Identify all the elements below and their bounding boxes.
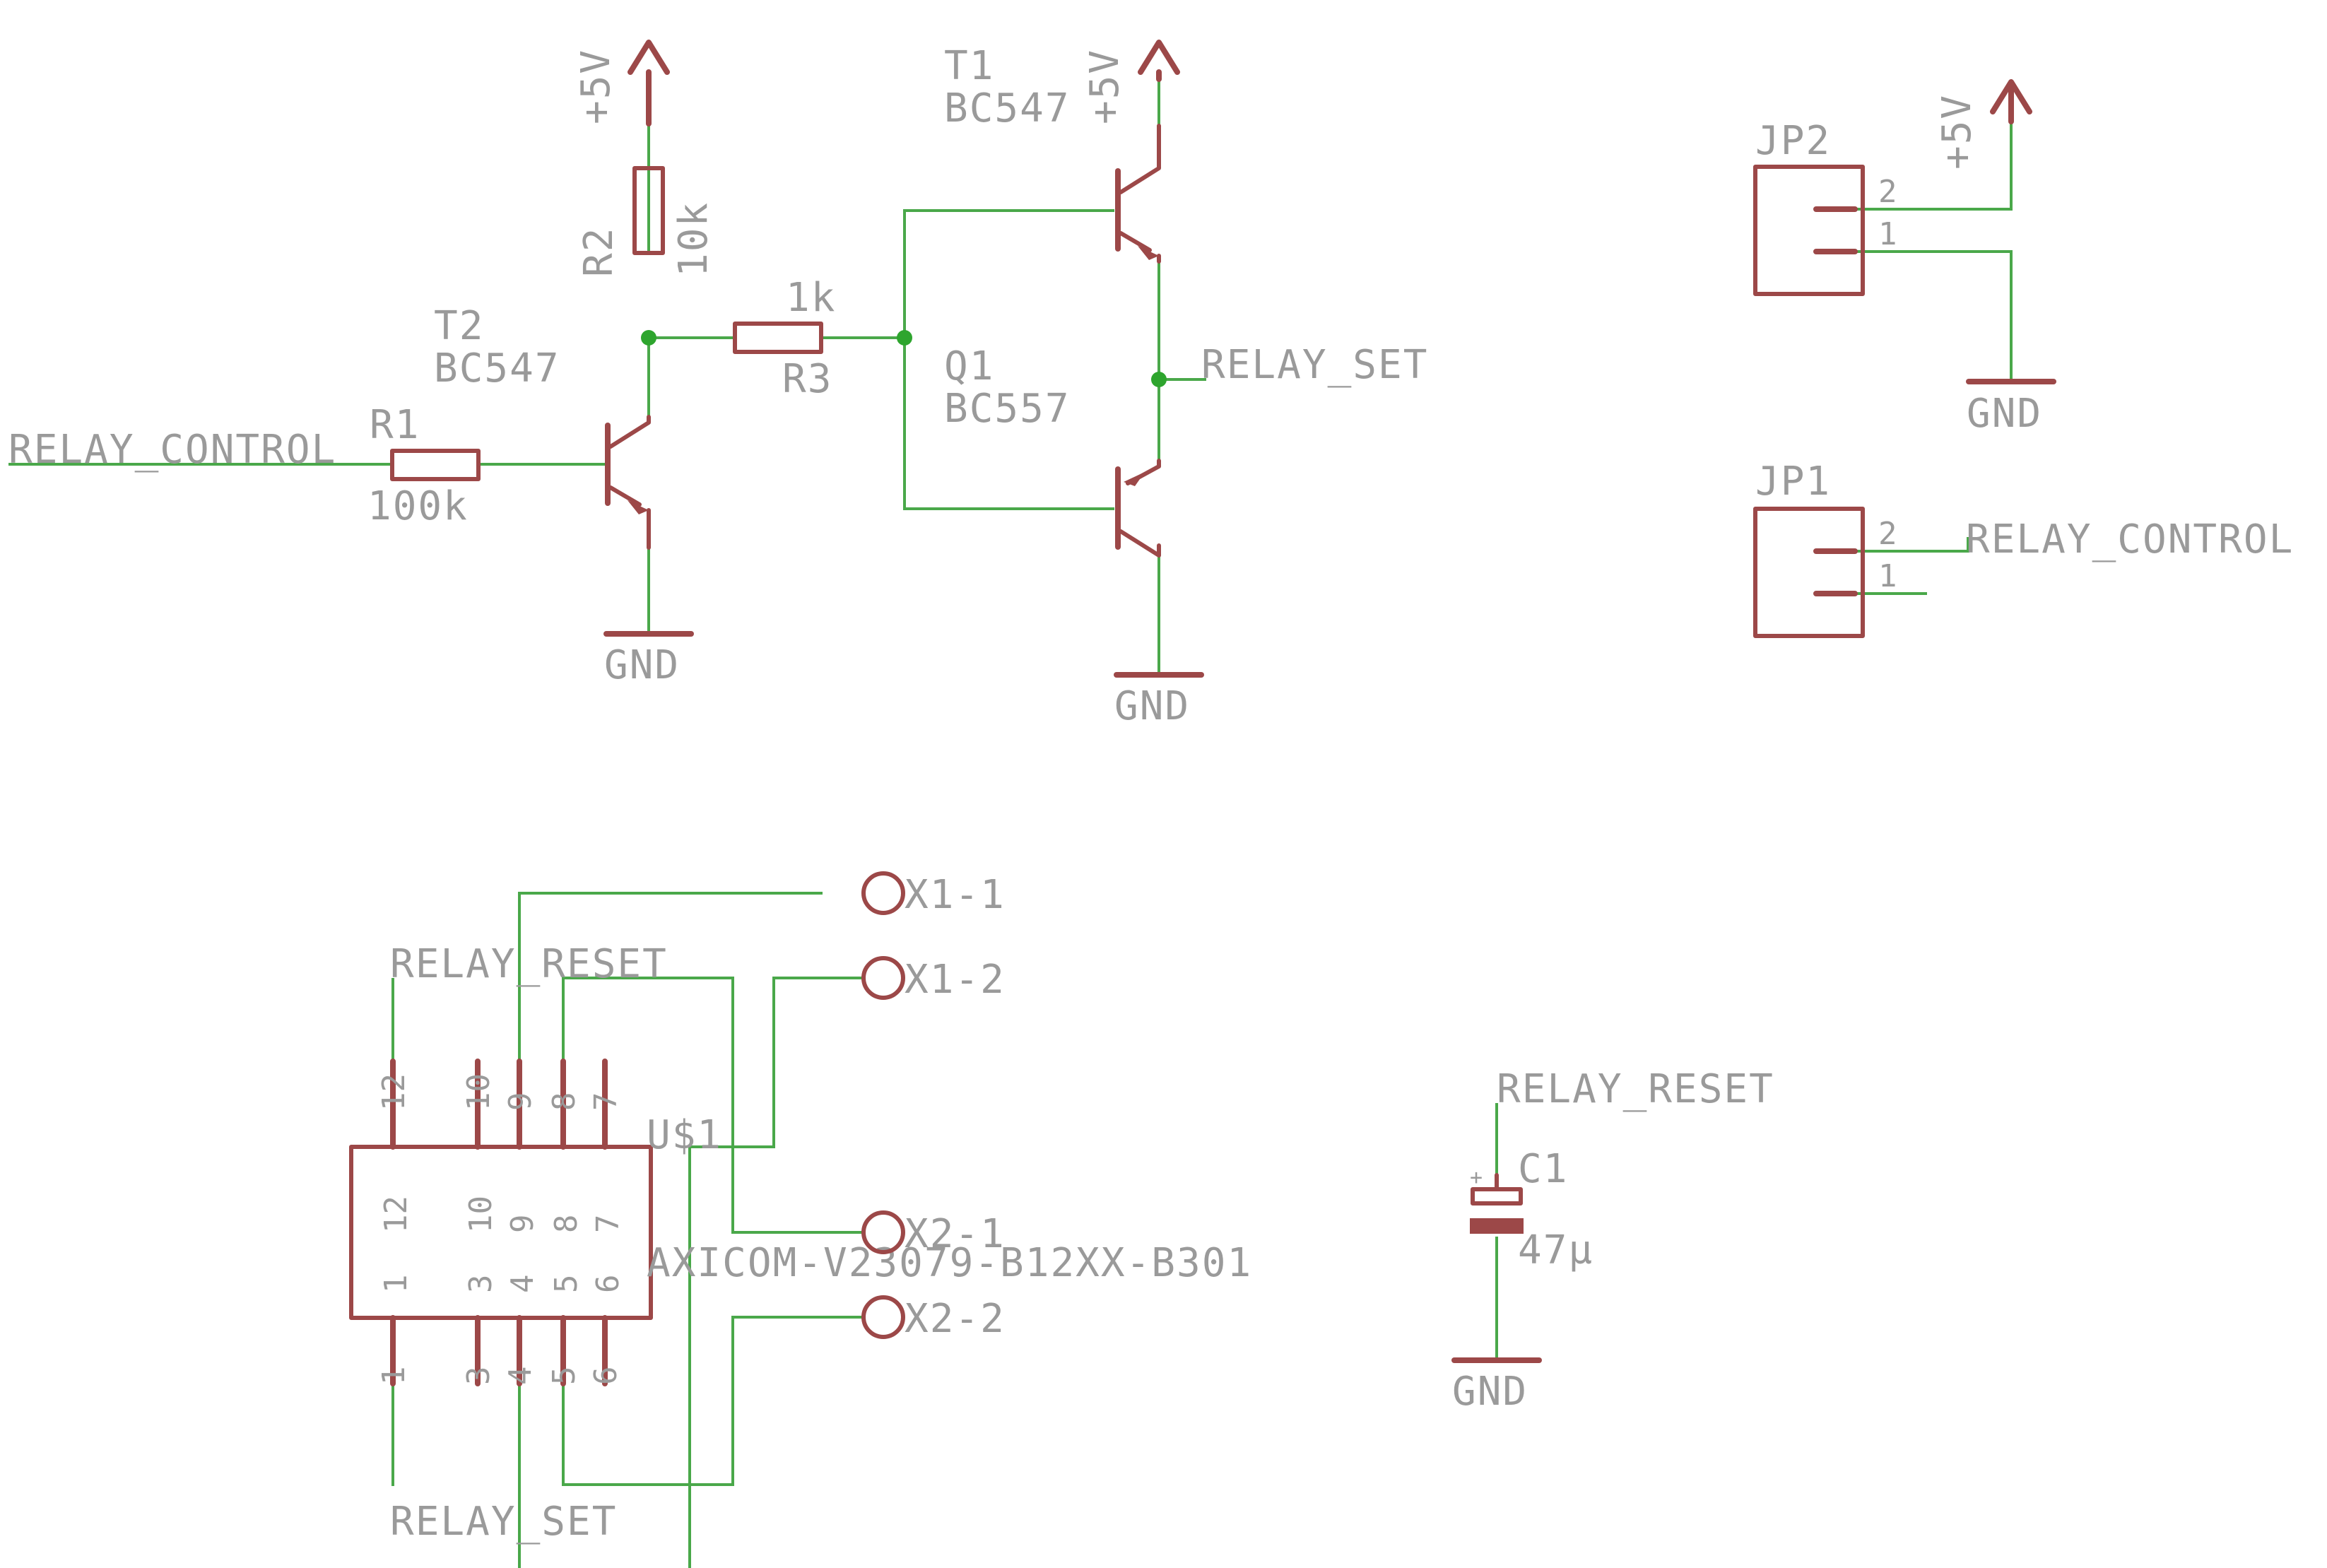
jp2-name: JP2 xyxy=(1755,118,1831,164)
capacitor-c1: + C1 47μ xyxy=(1470,1146,1593,1273)
supply-label: +5V xyxy=(1082,49,1128,124)
junction-dot xyxy=(897,330,912,346)
jumper-jp1: JP1 2 1 RELAY_CONTROL xyxy=(1753,459,2294,638)
u1-pin-5: 5 xyxy=(546,1367,582,1386)
supply-label: +5V xyxy=(1934,94,1980,170)
u1-pin-7: 7 xyxy=(588,1092,624,1112)
r2-name: R2 xyxy=(576,227,622,277)
ground-c1: GND xyxy=(1451,1357,1542,1415)
r2-value: 10k xyxy=(671,201,717,277)
r1-value: 100k xyxy=(367,483,469,529)
supply-5v-2: +5V xyxy=(1082,40,1180,124)
net-label-relay-control: RELAY_CONTROL xyxy=(1966,517,2294,562)
r1-name: R1 xyxy=(370,402,420,448)
u1-inner-1: 1 xyxy=(378,1275,414,1294)
pad-label: X1-1 xyxy=(905,872,1006,918)
u1-inner-8: 8 xyxy=(548,1215,584,1234)
ground-q1: GND xyxy=(1114,672,1204,729)
t1-name: T1 xyxy=(944,43,994,89)
ground-label: GND xyxy=(604,642,680,688)
jp1-pin-1: 1 xyxy=(1878,558,1897,594)
u1-pin-4: 4 xyxy=(502,1367,538,1386)
resistor-r1: R1 100k xyxy=(367,402,481,529)
ground-label: GND xyxy=(1114,683,1190,729)
u1-inner-3: 3 xyxy=(463,1275,499,1294)
u1-pin-10: 10 xyxy=(461,1073,497,1111)
supply-5v-1: +5V xyxy=(573,40,670,126)
pad-label: X1-2 xyxy=(905,957,1006,1003)
jp2-pin-2: 2 xyxy=(1878,174,1897,210)
ground-label: GND xyxy=(1967,391,2042,437)
net-label-relay-set: RELAY_SET xyxy=(390,1499,617,1545)
u1-inner-5: 5 xyxy=(548,1275,584,1294)
supply-label: +5V xyxy=(573,49,619,124)
u1-name: U$1 xyxy=(647,1112,722,1158)
q1-value: BC557 xyxy=(944,386,1071,432)
u1-pin-9: 9 xyxy=(502,1092,538,1112)
u1-pin-8: 8 xyxy=(546,1092,582,1112)
ground-t2: GND xyxy=(603,631,694,688)
r3-name: R3 xyxy=(782,356,832,402)
q1-name: Q1 xyxy=(944,343,994,389)
transistor-t2: T2 BC547 xyxy=(434,303,651,550)
net-label-relay-reset: RELAY_RESET xyxy=(390,941,668,987)
jp1-name: JP1 xyxy=(1755,459,1831,505)
supply-5v-3: +5V xyxy=(1934,79,2032,170)
u1-inner-6: 6 xyxy=(590,1275,626,1294)
t1-value: BC547 xyxy=(944,86,1071,131)
resistor-r3: 1k R3 xyxy=(733,275,836,402)
c1-name: C1 xyxy=(1518,1146,1568,1192)
ground-jp2: GND xyxy=(1966,379,2056,437)
transistor-t1: T1 BC547 xyxy=(944,43,1161,264)
transistor-q1: Q1 BC557 xyxy=(944,343,1161,558)
relay-u1: 12 10 9 8 7 1 3 4 5 6 12 10 9 8 7 1 3 4 … xyxy=(349,1059,1252,1386)
c1-polarity: + xyxy=(1470,1165,1483,1190)
pad-label: X2-1 xyxy=(905,1211,1006,1257)
jp1-pin-2: 2 xyxy=(1878,516,1897,552)
pad-x1-2: X1-2 xyxy=(861,956,1006,1003)
junction-dot xyxy=(641,330,656,346)
pad-x2-2: X2-2 xyxy=(861,1295,1006,1342)
u1-pin-12: 12 xyxy=(376,1073,412,1111)
pad-x1-1: X1-1 xyxy=(861,871,1006,918)
net-label-relay-set: RELAY_SET xyxy=(1201,342,1428,388)
ground-label: GND xyxy=(1452,1369,1528,1415)
u1-inner-4: 4 xyxy=(505,1275,541,1294)
u1-pin-6: 6 xyxy=(588,1367,624,1386)
jumper-jp2: JP2 2 1 xyxy=(1753,118,1897,296)
t2-value: BC547 xyxy=(434,346,560,391)
resistor-r2: R2 10k xyxy=(576,166,717,277)
u1-inner-9: 9 xyxy=(505,1215,541,1234)
u1-pin-3: 3 xyxy=(461,1367,497,1386)
u1-pin-1: 1 xyxy=(376,1367,412,1386)
t2-name: T2 xyxy=(434,303,484,349)
pad-label: X2-2 xyxy=(905,1296,1006,1342)
u1-inner-10: 10 xyxy=(463,1196,499,1233)
jp2-pin-1: 1 xyxy=(1878,216,1897,252)
wires xyxy=(8,71,2013,1568)
net-label-relay-reset: RELAY_RESET xyxy=(1497,1066,1774,1112)
pad-x2-1: X2-1 xyxy=(861,1210,1006,1257)
u1-value: AXICOM-V23079-B12XX-B301 xyxy=(647,1240,1252,1286)
net-label-relay-control: RELAY_CONTROL xyxy=(8,427,336,473)
u1-inner-7: 7 xyxy=(590,1215,626,1234)
junctions xyxy=(641,330,1167,387)
c1-value: 47μ xyxy=(1518,1227,1593,1273)
junction-dot xyxy=(1151,372,1167,387)
u1-inner-12: 12 xyxy=(378,1196,414,1233)
r3-value: 1k xyxy=(786,275,836,321)
